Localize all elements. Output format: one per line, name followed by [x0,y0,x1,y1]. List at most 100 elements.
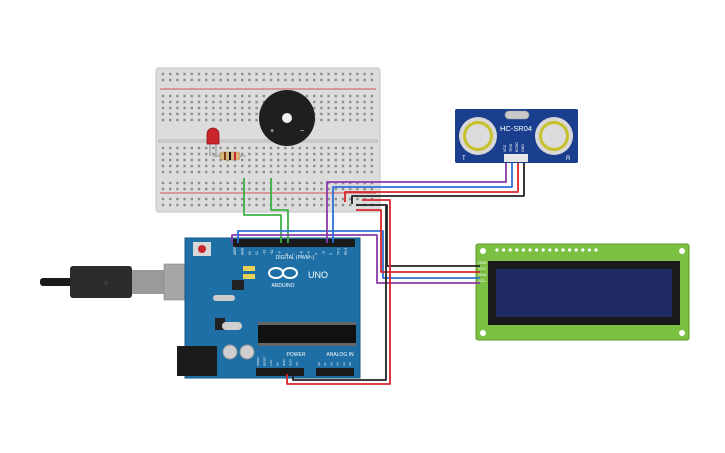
analog-pin-label: A3 [336,362,340,366]
breadboard-hole [183,100,186,104]
breadboard-hole [197,170,201,174]
breadboard-hole [190,94,193,98]
lcd-display-16x2[interactable]: GND VCC SDA SCL [475,243,690,341]
wire-red[interactable] [286,199,391,385]
breadboard-hole [284,146,287,150]
breadboard-hole [248,197,251,201]
power-jack [177,346,217,376]
wire-blue[interactable] [237,230,480,279]
breadboard-hole [248,78,251,82]
breadboard-hole [241,146,244,150]
breadboard-hole [277,164,280,168]
breadboard-hole [327,170,330,174]
breadboard-hole [226,106,229,110]
breadboard-hole [183,152,186,156]
breadboard-hole [349,94,352,98]
breadboard-hole [341,118,345,122]
power-pin-label: RESET [263,356,267,366]
breadboard-hole [233,106,237,110]
breadboard-hole [205,100,208,104]
breadboard-hole [241,197,244,201]
breadboard-hole [313,100,316,104]
ultrasonic-sensor[interactable]: HC-SR04 T R VCC TRIG ECHO GND [455,109,578,163]
breadboard-hole [219,181,222,185]
breadboard-hole [320,112,323,116]
wire-red[interactable] [344,163,519,202]
breadboard[interactable] [155,67,381,213]
breadboard-hole [255,100,258,104]
breadboard-hole [169,146,172,150]
breadboard-hole [334,118,337,122]
breadboard-hole [183,78,186,82]
sensor-header [504,154,528,162]
breadboard-hole [341,158,345,162]
breadboard-hole [241,164,244,168]
wire-purple[interactable] [326,163,507,243]
lcd-pin-label: GND [478,260,487,265]
digital-pin-label: ~9 [277,251,281,255]
breadboard-hole [262,164,265,168]
breadboard-hole [183,187,186,191]
breadboard-hole [327,106,330,110]
breadboard-hole [255,152,258,156]
breadboard-hole [334,203,337,207]
digital-pin-label: TX 1 [337,248,341,255]
digital-label: DIGITAL (PWM~) [276,255,315,261]
breadboard-hole [241,106,244,110]
breadboard-hole [284,78,287,82]
wire-purple[interactable] [231,234,480,284]
breadboard-hole [284,164,287,168]
breadboard-hole [212,164,215,168]
breadboard-hole [212,78,215,82]
breadboard-hole [298,146,301,150]
sensor-pin-label: TRIG [509,143,513,152]
wire-red[interactable] [356,209,480,273]
breadboard-hole [169,181,172,185]
breadboard-hole [277,72,280,76]
breadboard-hole [241,100,244,104]
wire-blue[interactable] [332,163,513,243]
breadboard-hole [176,170,179,174]
breadboard-hole [298,158,301,162]
breadboard-hole [226,72,229,76]
breadboard-hole [341,170,345,174]
breadboard-hole [248,203,251,207]
lcd-top-pins [495,248,598,252]
wire-green[interactable] [270,178,289,243]
breadboard-hole [320,187,323,191]
breadboard-hole [356,100,359,104]
breadboard-hole [176,72,179,76]
breadboard-hole [305,78,309,82]
breadboard-hole [370,106,373,110]
wire-black[interactable] [292,206,387,381]
wire-green[interactable] [243,178,282,243]
sensor-transmitter [459,117,497,155]
breadboard-hole [226,197,229,201]
breadboard-hole [356,197,359,201]
analog-header [316,368,354,376]
red-led[interactable] [206,127,220,156]
wire-black[interactable] [351,163,525,204]
breadboard-hole [262,187,265,191]
breadboard-hole [269,72,273,76]
digital-pin-label: 8 [285,253,289,255]
breadboard-hole [277,78,280,82]
wire-black[interactable] [356,204,480,267]
breadboard-hole [241,203,244,207]
arduino-logo [268,267,298,279]
breadboard-hole [262,100,265,104]
piezo-buzzer[interactable]: + − [259,90,315,146]
breadboard-hole [190,100,193,104]
breadboard-hole [327,197,330,201]
arduino-model: UNO [308,270,328,280]
breadboard-hole [262,146,265,150]
breadboard-hole [176,118,179,122]
breadboard-hole [197,72,201,76]
breadboard-hole [277,158,280,162]
breadboard-hole [197,94,201,98]
resistor[interactable] [213,151,246,161]
